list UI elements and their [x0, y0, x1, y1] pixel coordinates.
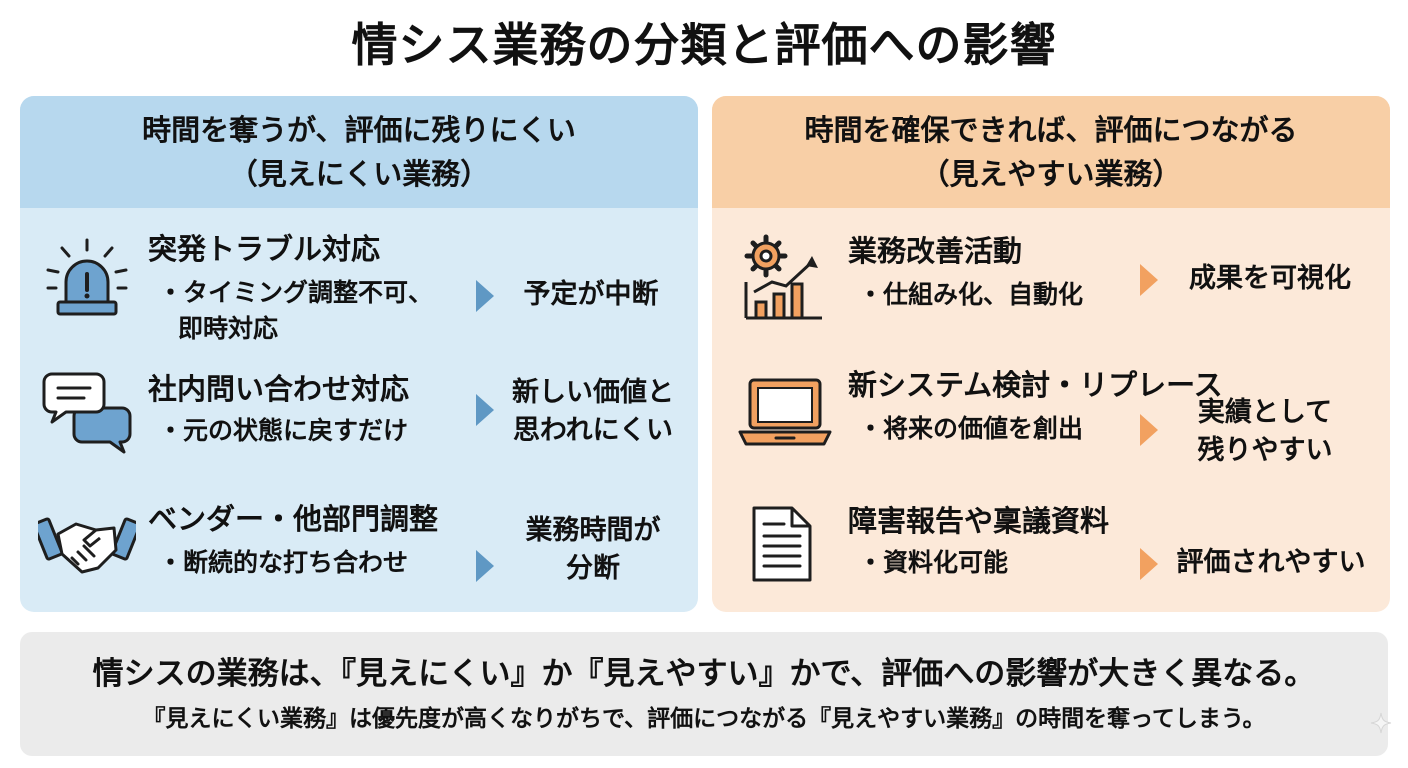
- task-impact: 新しい価値と 思われにくい: [512, 377, 674, 446]
- arrow-right-icon: [1140, 548, 1158, 580]
- arrow-right-icon: [476, 550, 494, 582]
- invisible-tasks-header: 時間を奪うが、評価に残りにくい （見えにくい業務）: [20, 96, 698, 208]
- task-vendor-coordination: ベンダー・他部門調整 ・断続的な打ち合わせ 業務時間が 分断: [20, 494, 698, 606]
- task-detail: ・将来の価値を創出: [858, 414, 1084, 443]
- task-detail: ・仕組み化、自動化: [858, 280, 1084, 309]
- summary-main: 情シスの業務は、『見えにくい』か『見えやすい』かで、評価への影響が大きく異なる。: [92, 656, 1316, 692]
- document-icon: [750, 504, 814, 588]
- task-impact: 実績として 残りやすい: [1197, 397, 1333, 466]
- arrow-right-icon: [1140, 264, 1158, 296]
- summary-detail: 『見えにくい業務』は優先度が高くなりがちで、評価につながる『見えやすい業務』の時…: [142, 706, 1266, 732]
- arrow-right-icon: [476, 280, 494, 312]
- task-name: 突発トラブル対応: [148, 232, 381, 266]
- invisible-tasks-panel: 時間を奪うが、評価に残りにくい （見えにくい業務） 突: [20, 96, 698, 612]
- visible-tasks-heading: 時間を確保できれば、評価につながる: [804, 113, 1298, 147]
- task-incident-report: 障害報告や稟議資料 ・資料化可能 評価されやすい: [712, 496, 1390, 604]
- task-impact: 予定が中断: [523, 279, 659, 310]
- task-name: 業務改善活動: [848, 234, 1023, 268]
- gear-growth-chart-icon: [742, 232, 826, 326]
- visible-tasks-subheading: （見えやすい業務）: [920, 157, 1182, 191]
- task-sudden-trouble: 突発トラブル対応 ・タイミング調整不可、 即時対応 予定が中断: [20, 222, 698, 352]
- visible-tasks-header: 時間を確保できれば、評価につながる （見えやすい業務）: [712, 96, 1390, 208]
- laptop-icon: [736, 376, 834, 452]
- task-impact: 評価されやすい: [1176, 547, 1366, 578]
- sparkle-icon: [1370, 712, 1392, 738]
- task-detail: ・元の状態に戻すだけ: [158, 416, 409, 445]
- task-name: 新システム検討・リプレース: [848, 368, 1223, 402]
- task-impact: 業務時間が 分断: [525, 515, 661, 584]
- arrow-right-icon: [476, 394, 494, 426]
- task-new-system: 新システム検討・リプレース ・将来の価値を創出 実績として 残りやすい: [712, 360, 1390, 480]
- invisible-tasks-subheading: （見えにくい業務）: [228, 157, 490, 191]
- alarm-light-icon: [42, 236, 132, 326]
- task-internal-inquiry: 社内問い合わせ対応 ・元の状態に戻すだけ 新しい価値と 思われにくい: [20, 364, 698, 476]
- task-detail-cont: 即時対応: [178, 314, 279, 343]
- task-name: 障害報告や稟議資料: [848, 504, 1110, 538]
- visible-tasks-panel: 時間を確保できれば、評価につながる （見えやすい業務）: [712, 96, 1390, 612]
- handshake-icon: [32, 508, 142, 586]
- task-name: ベンダー・他部門調整: [148, 502, 439, 536]
- invisible-tasks-heading: 時間を奪うが、評価に残りにくい: [142, 113, 576, 147]
- task-process-improvement: 業務改善活動 ・仕組み化、自動化 成果を可視化: [712, 226, 1390, 336]
- chat-bubbles-icon: [42, 370, 134, 458]
- task-name: 社内問い合わせ対応: [148, 372, 410, 406]
- page-title: 情シス業務の分類と評価への影響: [351, 18, 1057, 72]
- task-detail: ・断続的な打ち合わせ: [158, 548, 409, 577]
- task-detail: ・資料化可能: [858, 548, 1009, 577]
- summary-box: 情シスの業務は、『見えにくい』か『見えやすい』かで、評価への影響が大きく異なる。…: [20, 632, 1388, 756]
- task-detail: ・タイミング調整不可、: [158, 278, 434, 307]
- arrow-right-icon: [1140, 414, 1158, 446]
- task-impact: 成果を可視化: [1189, 263, 1351, 294]
